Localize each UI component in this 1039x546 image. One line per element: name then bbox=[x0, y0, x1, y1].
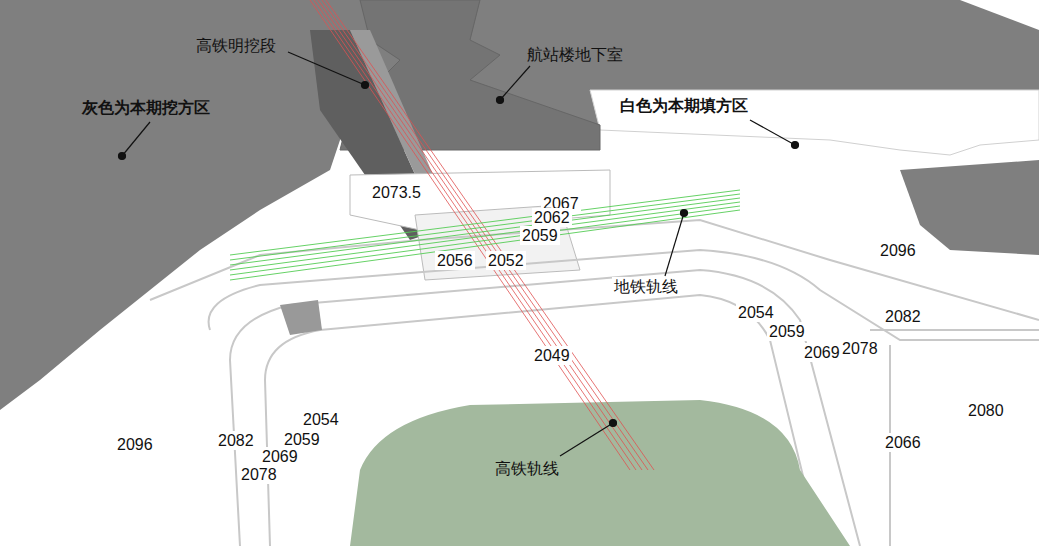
elevation-number: 2069 bbox=[802, 343, 842, 362]
elevation-number: 2054 bbox=[736, 303, 776, 322]
annotation-label: 高铁轨线 bbox=[493, 459, 561, 478]
elevation-number: 2062 bbox=[532, 208, 572, 227]
annotation-label: 灰色为本期挖方区 bbox=[80, 98, 212, 117]
elevation-number: 2080 bbox=[966, 401, 1006, 420]
elevation-number: 2059 bbox=[767, 322, 807, 341]
annotation-label: 高铁明挖段 bbox=[194, 36, 278, 55]
elevation-number: 2069 bbox=[260, 447, 300, 466]
elevation-number: 2056 bbox=[435, 251, 475, 270]
elevation-number: 2059 bbox=[520, 226, 560, 245]
elevation-number: 2066 bbox=[883, 433, 923, 452]
elevation-number: 2054 bbox=[301, 410, 341, 429]
annotation-label: 白色为本期填方区 bbox=[618, 96, 750, 115]
elevation-number: 2052 bbox=[486, 251, 526, 270]
elevation-number: 2073.5 bbox=[370, 183, 423, 202]
elevation-number: 2082 bbox=[883, 307, 923, 326]
annotation-label: 地铁轨线 bbox=[612, 277, 680, 296]
elevation-number: 2096 bbox=[878, 241, 918, 260]
elevation-number: 2082 bbox=[216, 431, 256, 450]
elevation-number: 2096 bbox=[115, 435, 155, 454]
elevation-number: 2078 bbox=[840, 339, 880, 358]
elevation-number: 2078 bbox=[239, 465, 279, 484]
annotation-label: 航站楼地下室 bbox=[525, 45, 625, 64]
elevation-number: 2049 bbox=[532, 346, 572, 365]
